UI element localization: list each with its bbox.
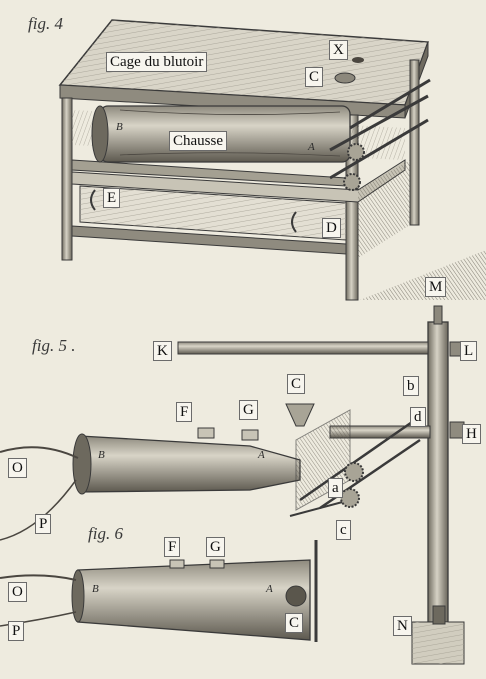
figure-caption-6: fig. 6 — [88, 524, 123, 543]
label-k: K — [153, 341, 172, 361]
engraved-letter-a: A — [257, 449, 265, 461]
label-l: L — [460, 341, 478, 361]
label-o: O — [8, 458, 27, 478]
figure-caption-4: fig. 4 — [28, 14, 63, 33]
label-g: G — [239, 400, 258, 420]
label-b: b — [403, 376, 419, 396]
label-c: C — [285, 613, 304, 633]
label-g: G — [206, 537, 225, 557]
engraved-letter-b: B — [98, 449, 105, 461]
label-o: O — [8, 582, 27, 602]
label-cage-du-blutoir: Cage du blutoir — [106, 52, 208, 72]
label-e: E — [103, 188, 121, 208]
fig4-cage-drawing: B A — [58, 19, 486, 301]
label-a: a — [328, 478, 343, 498]
label-m: M — [425, 277, 447, 297]
label-p: P — [8, 621, 25, 641]
label-f: F — [176, 402, 193, 422]
label-f: F — [164, 537, 181, 557]
engraved-letter-a: A — [265, 583, 273, 595]
label-c: c — [336, 520, 351, 540]
label-chausse: Chausse — [169, 131, 227, 151]
fig6-drawing: B A — [0, 540, 318, 642]
engraved-letter-b: B — [116, 121, 123, 133]
label-c: C — [305, 67, 324, 87]
label-x: X — [329, 40, 348, 60]
label-d: D — [322, 218, 341, 238]
figure-caption-5: fig. 5 . — [32, 336, 76, 355]
label-h: H — [462, 424, 481, 444]
engraved-letter-a: A — [307, 141, 315, 153]
label-n: N — [393, 616, 412, 636]
label-p: P — [35, 514, 52, 534]
label-d: d — [410, 407, 426, 427]
label-c: C — [287, 374, 306, 394]
engraved-letter-b: B — [92, 583, 99, 595]
